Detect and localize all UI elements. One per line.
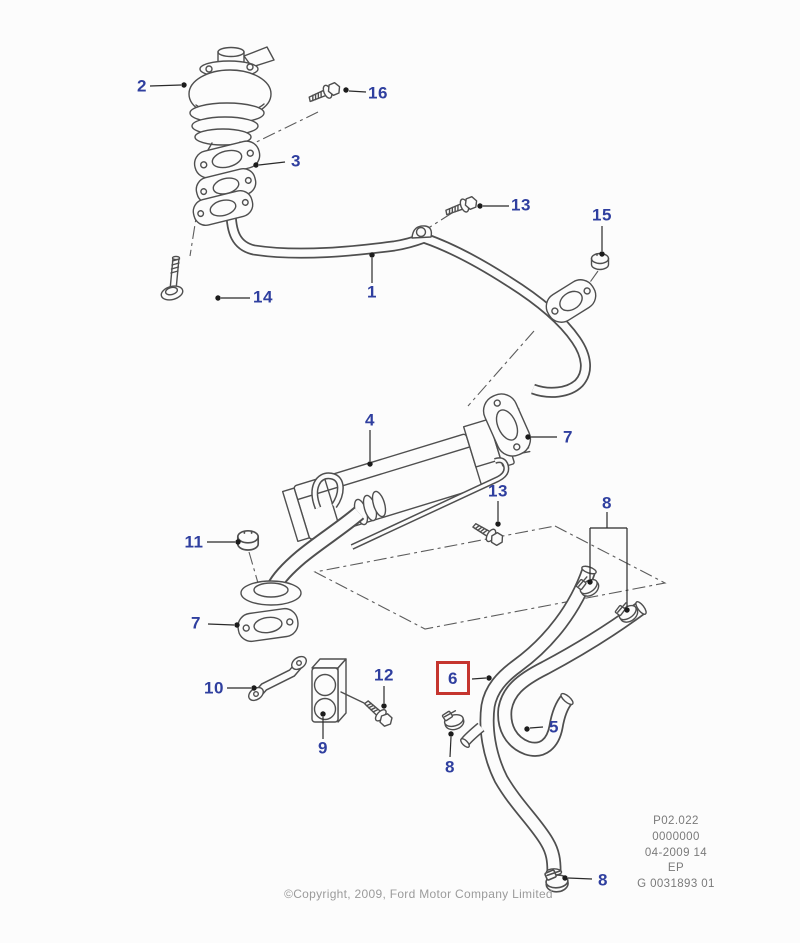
callout-8-clamp-left[interactable]: 8 xyxy=(445,757,455,777)
callout-11[interactable]: 11 xyxy=(184,532,204,552)
egr-valve-drawing xyxy=(188,46,275,179)
callout-6[interactable]: 6 xyxy=(448,668,458,688)
hose-stub-drawing xyxy=(460,722,485,748)
copyright-text: ©Copyright, 2009, Ford Motor Company Lim… xyxy=(284,887,553,901)
callout-3[interactable]: 3 xyxy=(291,151,301,171)
engine-boundary-outline xyxy=(313,525,667,630)
callout-8-bracket[interactable]: 8 xyxy=(602,493,612,513)
plate-line-3: 04-2009 14 xyxy=(644,846,708,859)
callout-13-mid[interactable]: 13 xyxy=(488,481,508,501)
egr-pipe-drawing xyxy=(225,209,597,398)
plate-line-2: 0000000 xyxy=(652,830,700,843)
callout-1[interactable]: 1 xyxy=(367,282,377,302)
callout-9[interactable]: 9 xyxy=(318,738,328,758)
callout-14[interactable]: 14 xyxy=(253,287,273,307)
stud-14-drawing xyxy=(160,255,184,301)
bolt-12-drawing xyxy=(360,696,396,730)
nut-15-drawing xyxy=(590,252,610,271)
bolt-16-drawing xyxy=(305,79,343,107)
plate-info: P02.022 0000000 04-2009 14 EP G 0031893 … xyxy=(596,814,756,893)
hose-5-drawing xyxy=(497,601,647,757)
clamp-8-left-drawing xyxy=(440,707,467,733)
gasket-7-right-drawing xyxy=(482,393,532,457)
callout-10[interactable]: 10 xyxy=(204,678,224,698)
plate-line-4: EP xyxy=(667,862,685,875)
bracket-10-drawing xyxy=(248,655,307,702)
gaskets-drawing xyxy=(192,167,257,227)
plate-line-1: P02.022 xyxy=(653,815,699,827)
callout-16[interactable]: 16 xyxy=(368,83,388,103)
callout-13-upper[interactable]: 13 xyxy=(511,195,531,215)
callout-8-clamp-bottom[interactable]: 8 xyxy=(598,870,608,890)
nut-11-drawing xyxy=(236,529,260,551)
plate-line-5: G 0031893 01 xyxy=(637,878,715,891)
callout-7-right[interactable]: 7 xyxy=(563,427,573,447)
callout-leader-lines xyxy=(149,82,630,881)
highlight-box-part-6[interactable]: 6 xyxy=(436,661,470,695)
gasket-7-lower-drawing xyxy=(237,607,299,643)
callout-12[interactable]: 12 xyxy=(374,665,394,685)
callout-5[interactable]: 5 xyxy=(549,717,559,737)
callout-4[interactable]: 4 xyxy=(365,410,375,430)
callout-7-lower[interactable]: 7 xyxy=(191,613,201,633)
callout-2[interactable]: 2 xyxy=(137,76,147,96)
callout-15[interactable]: 15 xyxy=(592,205,612,225)
spacer-9-drawing xyxy=(311,658,365,723)
